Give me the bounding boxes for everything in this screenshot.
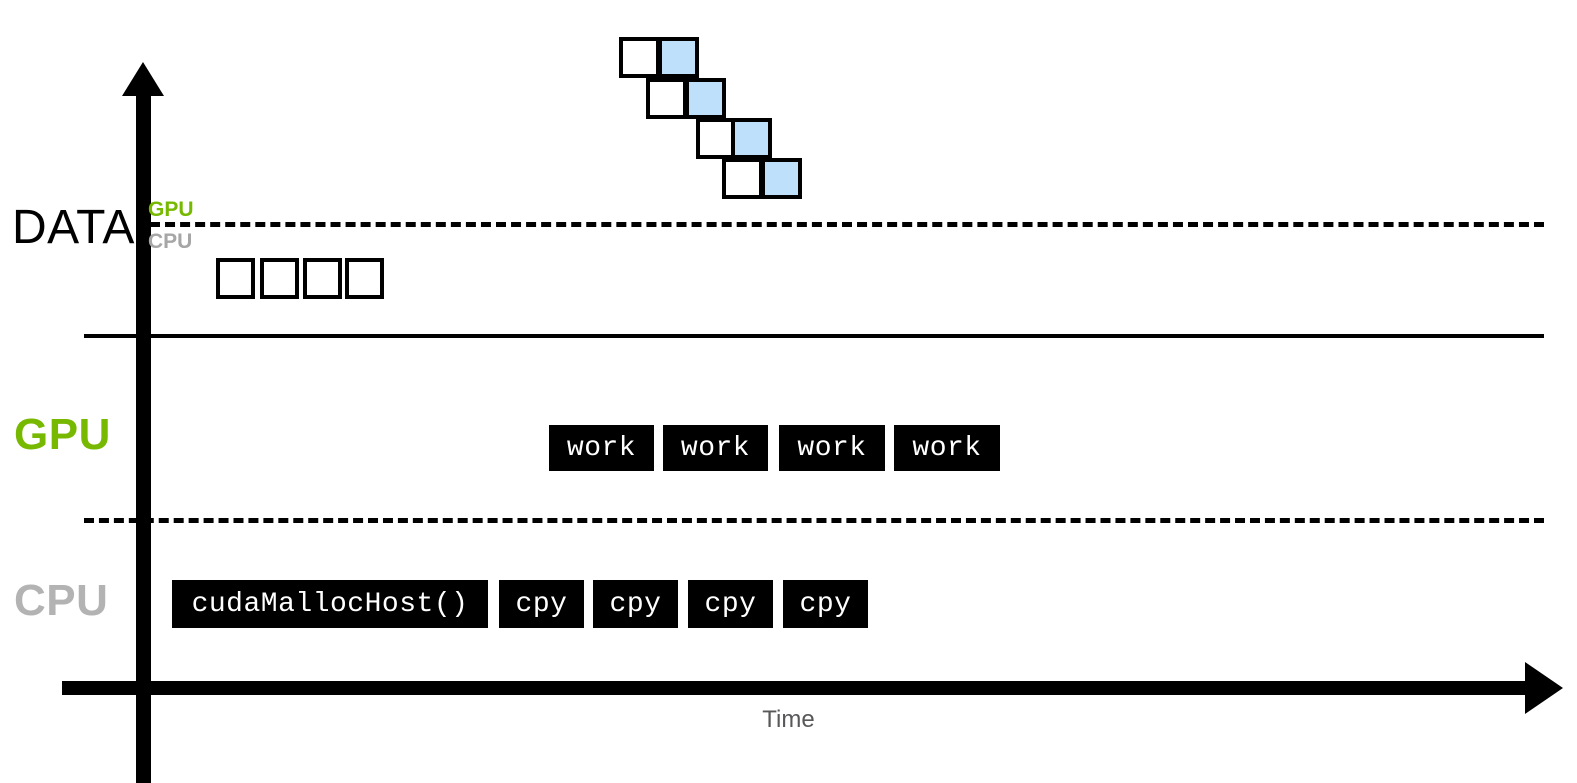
data-square-cpu-white-2 bbox=[303, 258, 342, 299]
data-square-gpu-white-2 bbox=[646, 78, 687, 119]
gpu-work-block-2: work bbox=[779, 425, 885, 471]
lane-label-cpu: CPU bbox=[14, 576, 109, 625]
x-axis-line bbox=[62, 681, 1528, 695]
separator-dashed-data-lane bbox=[150, 222, 1544, 227]
cpu-call-block-3: cpy bbox=[688, 580, 773, 628]
cpu-call-block-2: cpy bbox=[593, 580, 678, 628]
lane-label-gpu: GPU bbox=[14, 410, 111, 459]
data-square-cpu-white-3 bbox=[345, 258, 384, 299]
data-square-gpu-white-0 bbox=[619, 37, 660, 78]
data-square-cpu-white-1 bbox=[260, 258, 299, 299]
cpu-call-block-1: cpy bbox=[499, 580, 584, 628]
separator-solid-data-gpu bbox=[84, 334, 1544, 338]
y-axis-line bbox=[136, 88, 151, 783]
separator-dashed-gpu-cpu bbox=[84, 518, 1544, 523]
x-axis-label-time: Time bbox=[762, 706, 815, 733]
x-axis-arrow-icon bbox=[1525, 662, 1563, 714]
gpu-work-block-0: work bbox=[549, 425, 654, 471]
data-square-gpu-blue-1 bbox=[658, 37, 699, 78]
gpu-work-block-3: work bbox=[894, 425, 1000, 471]
data-square-cpu-white-0 bbox=[216, 258, 255, 299]
gpu-work-block-1: work bbox=[663, 425, 768, 471]
data-square-gpu-white-6 bbox=[722, 158, 763, 199]
lane-label-data: DATA bbox=[12, 201, 135, 254]
cpu-call-block-4: cpy bbox=[783, 580, 868, 628]
data-lane-sublabel-cpu: CPU bbox=[148, 230, 193, 253]
data-square-gpu-blue-3 bbox=[685, 78, 726, 119]
data-lane-sublabel-gpu: GPU bbox=[148, 198, 194, 221]
y-axis-arrow-icon bbox=[122, 62, 164, 96]
cpu-call-block-0: cudaMallocHost() bbox=[172, 580, 488, 628]
data-square-gpu-blue-5 bbox=[731, 118, 772, 159]
data-square-gpu-blue-7 bbox=[761, 158, 802, 199]
